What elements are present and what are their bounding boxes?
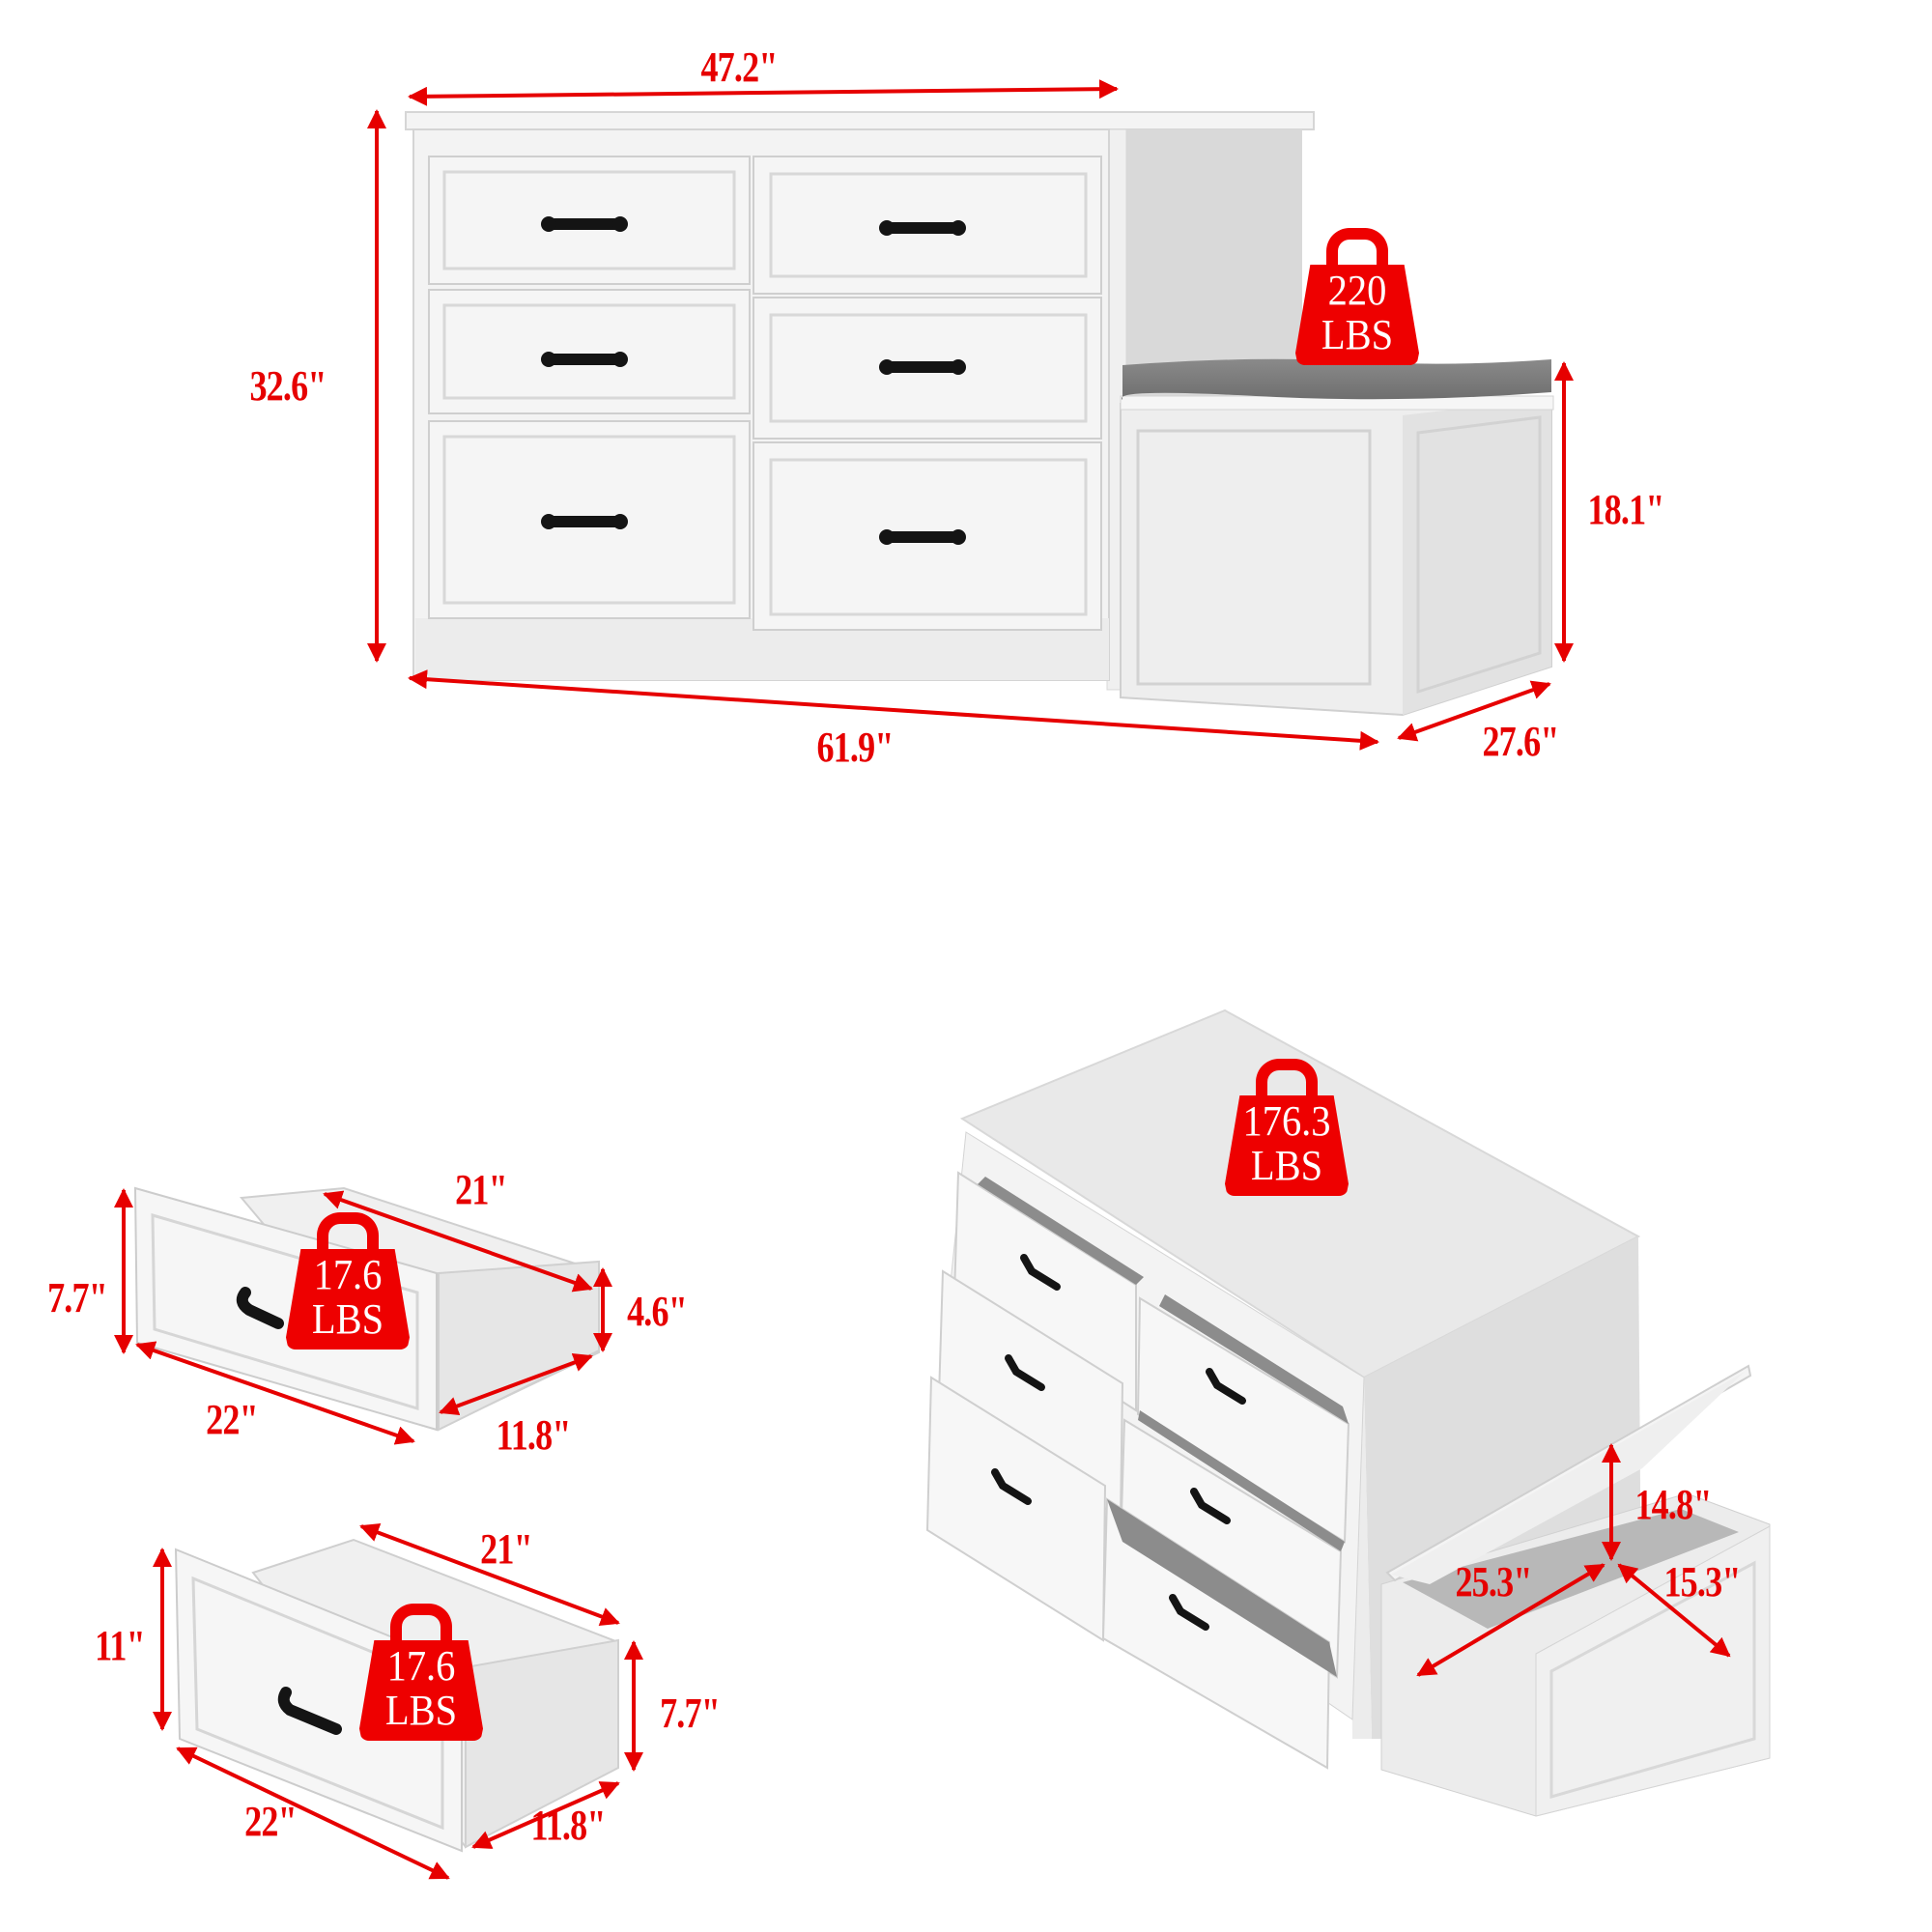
drawer-fronts <box>428 156 1102 631</box>
weight-value: 17.6 <box>386 1642 456 1690</box>
iso-drawers <box>925 1171 1350 1770</box>
dim-small-drawer-depth: 21" <box>455 1166 507 1213</box>
dim-large-drawer-side-height: 7.7" <box>660 1690 721 1737</box>
dim-small-drawer-front-height: 7.7" <box>47 1274 108 1321</box>
dim-bench-storage-width: 15.3" <box>1663 1558 1741 1605</box>
weight-value: 176.3 <box>1242 1097 1331 1145</box>
dim-large-drawer-depth: 21" <box>480 1525 532 1573</box>
dim-height-total: 32.6" <box>249 362 327 410</box>
weight-icon <box>1225 1095 1349 1196</box>
large-drawer-dimension-lines <box>153 1522 643 1880</box>
weight-unit: LBS <box>1250 1142 1323 1189</box>
dim-depth: 27.6" <box>1482 718 1559 765</box>
bench-cushion <box>1122 358 1551 400</box>
small-drawer-dimension-lines <box>114 1188 612 1445</box>
weight-unit: LBS <box>311 1295 384 1343</box>
dim-small-drawer-inner-width: 11.8" <box>496 1411 571 1459</box>
weight-badge-small-drawer: 17.6 LBS <box>286 1212 410 1350</box>
dim-large-drawer-front-width: 22" <box>244 1798 297 1845</box>
storage-bench <box>1120 358 1554 717</box>
dim-small-drawer-side-height: 4.6" <box>627 1288 688 1335</box>
dim-bench-storage-length: 25.3" <box>1455 1558 1532 1605</box>
iso-drawer-gaps <box>978 1177 1349 1677</box>
dim-large-drawer-inner-width: 11.8" <box>530 1802 606 1849</box>
iso-handles <box>991 1254 1246 1631</box>
drawer-handles <box>541 216 966 545</box>
dim-width-total: 61.9" <box>816 724 894 771</box>
dim-bench-height: 18.1" <box>1587 486 1664 533</box>
dim-width-top: 47.2" <box>700 43 778 91</box>
weight-icon <box>359 1640 483 1741</box>
dim-large-drawer-front-height: 11" <box>95 1622 145 1669</box>
front-dimension-lines <box>367 79 1574 751</box>
dim-small-drawer-front-width: 22" <box>206 1396 258 1443</box>
weight-icon <box>1295 265 1419 365</box>
weight-unit: LBS <box>384 1687 458 1734</box>
weight-badge-large-drawer: 17.6 LBS <box>359 1604 483 1741</box>
iso-dimension-lines <box>1416 1443 1731 1677</box>
dim-bench-storage-height: 14.8" <box>1634 1481 1712 1528</box>
front-view-dresser <box>405 111 1554 717</box>
weight-badge-dresser-top: 176.3 LBS <box>1225 1059 1349 1196</box>
weight-unit: LBS <box>1321 311 1394 358</box>
weight-value: 17.6 <box>313 1251 383 1298</box>
isometric-dresser <box>925 1009 1771 1817</box>
weight-value: 220 <box>1327 267 1387 314</box>
weight-icon <box>286 1249 410 1350</box>
weight-badge-bench: 220 LBS <box>1295 228 1419 365</box>
